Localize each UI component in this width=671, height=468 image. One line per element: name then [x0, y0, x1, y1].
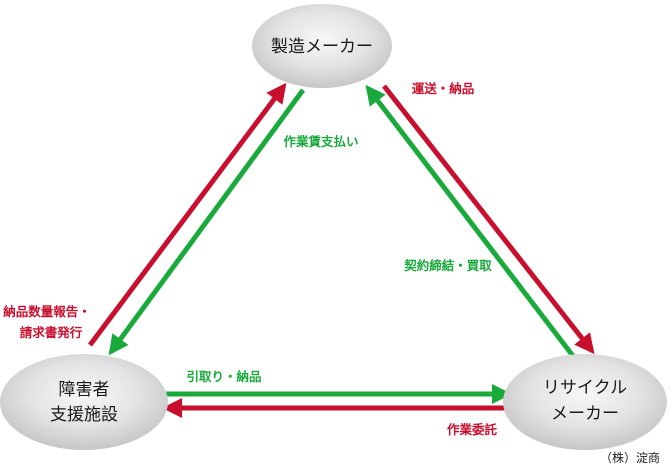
node-recycler-label-line1: リサイクル — [543, 378, 627, 398]
node-facility-label-line1: 障害者 — [59, 380, 110, 400]
node-recycler-label-line2: メーカー — [551, 404, 619, 424]
node-manufacturer: 製造メーカー — [252, 4, 392, 88]
edge-label-transport: 運送・納品 — [412, 81, 475, 96]
credit-text: （株）淀商 — [600, 450, 660, 465]
edge-label-outsourcing: 作業委託 — [447, 422, 498, 437]
arrows — [87, 82, 595, 418]
arrow-recycler-to-manufacturer — [365, 84, 575, 358]
arrow-manufacturer-to-recycler — [382, 84, 595, 355]
node-recycler: リサイクル メーカー — [503, 354, 667, 450]
edge-label-report-line1: 納品数量報告・ — [3, 304, 91, 319]
node-manufacturer-label: 製造メーカー — [271, 37, 373, 57]
arrow-manufacturer-to-facility — [108, 88, 306, 356]
node-facility-label-line2: 支援施設 — [50, 405, 118, 425]
edge-label-contract: 契約締結・買取 — [403, 258, 492, 273]
edge-label-report-line2: 請求書発行 — [20, 325, 83, 340]
edge-label-wage-payment: 作業賃支払い — [283, 134, 358, 149]
arrow-facility-to-manufacturer — [87, 82, 287, 347]
node-facility: 障害者 支援施設 — [0, 354, 168, 450]
edge-label-pickup: 引取り・納品 — [186, 369, 261, 384]
